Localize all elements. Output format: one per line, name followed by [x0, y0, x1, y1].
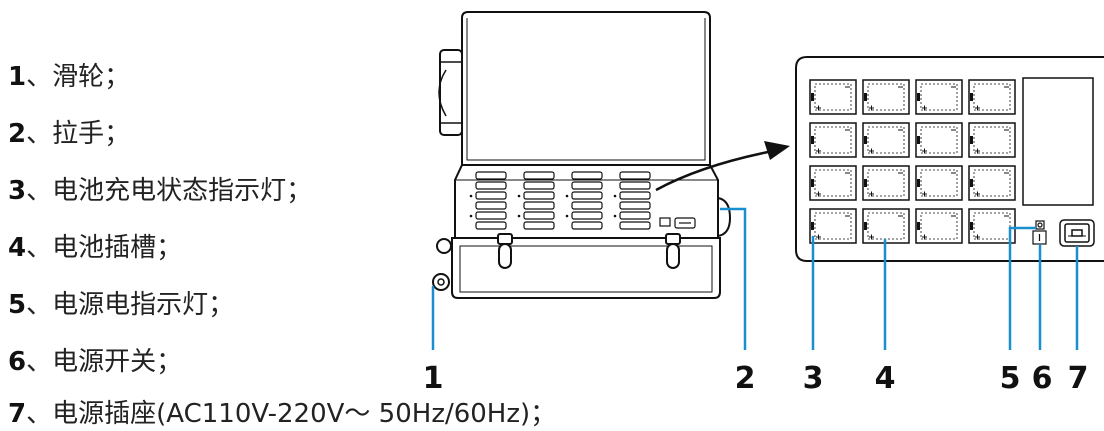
battery-slot: [809, 208, 857, 244]
plus-terminal-mark: [975, 148, 980, 154]
power-switch: [1032, 230, 1047, 245]
case-indicator-dots: [469, 194, 617, 218]
callout-number-4: 4: [875, 361, 896, 396]
battery-slot: [915, 208, 963, 244]
legend-item-1: 1、滑轮；: [8, 60, 130, 94]
legend-separator: 、: [26, 176, 53, 206]
callout-number-3: 3: [803, 361, 824, 396]
legend-text: 电源开关；: [52, 347, 183, 377]
battery-slot: [915, 165, 963, 201]
legend-separator: 、: [26, 399, 53, 429]
battery-slot: [915, 79, 963, 115]
latch-right: [665, 233, 681, 269]
wheel-upper: [436, 238, 452, 254]
plus-terminal-mark: [922, 191, 927, 197]
slot-column-4: [619, 171, 651, 230]
callout-number-2: 2: [735, 361, 756, 396]
wheel-lower: [432, 273, 450, 291]
slot-column-2: [523, 171, 555, 230]
legend-text: 电源电指示灯；: [52, 290, 235, 320]
legend-text: 拉手；: [52, 119, 131, 149]
plus-terminal-mark: [816, 105, 821, 111]
battery-slot: [862, 79, 910, 115]
legend-item-6: 6、电源开关；: [8, 345, 182, 379]
detail-blank-area: [1022, 77, 1094, 206]
battery-slot: [968, 165, 1016, 201]
callout-number-6: 6: [1032, 361, 1053, 396]
plus-terminal-mark: [922, 105, 927, 111]
power-socket: [1059, 219, 1095, 247]
legend-number: 5: [8, 290, 27, 320]
legend-separator: 、: [26, 290, 53, 320]
battery-slot: [809, 165, 857, 201]
legend-separator: 、: [26, 233, 53, 263]
case-power-module: [659, 217, 696, 229]
plus-terminal-mark: [869, 105, 874, 111]
legend-number: 7: [8, 399, 27, 429]
battery-slot-grid-detail: [809, 79, 1016, 244]
battery-slot: [809, 79, 857, 115]
legend-number: 3: [8, 176, 27, 206]
detail-pointer-line: [655, 150, 769, 192]
battery-slot: [968, 208, 1016, 244]
legend-separator: 、: [26, 62, 53, 92]
legend-separator: 、: [26, 347, 53, 377]
callout-number-7: 7: [1068, 361, 1089, 396]
detail-pointer-arrowhead: [764, 141, 790, 160]
plus-terminal-mark: [975, 191, 980, 197]
latch-left: [497, 233, 513, 269]
legend-number: 6: [8, 347, 27, 377]
plus-terminal-mark: [922, 148, 927, 154]
plus-terminal-mark: [922, 234, 927, 240]
legend-number: 4: [8, 233, 27, 263]
legend-item-4: 4、电池插槽；: [8, 231, 182, 265]
callout-number-1: 1: [423, 361, 444, 396]
legend-item-5: 5、电源电指示灯；: [8, 288, 234, 322]
legend-number: 1: [8, 62, 27, 92]
case-lid: [461, 11, 711, 166]
legend-item-7: 7、电源插座(AC110V-220V～ 50Hz/60Hz)；: [8, 397, 556, 431]
plus-terminal-mark: [869, 191, 874, 197]
battery-slot: [862, 122, 910, 158]
legend-item-3: 3、电池充电状态指示灯；: [8, 174, 312, 208]
legend-text: 电源插座(AC110V-220V～ 50Hz/60Hz)；: [52, 399, 557, 429]
slot-column-1: [475, 171, 507, 230]
slot-column-3: [571, 171, 603, 230]
battery-slot: [862, 165, 910, 201]
battery-slot: [862, 208, 910, 244]
plus-terminal-mark: [869, 148, 874, 154]
plus-terminal-mark: [975, 105, 980, 111]
legend-text: 电池插槽；: [52, 233, 183, 263]
legend-text: 电池充电状态指示灯；: [52, 176, 313, 206]
power-indicator-light: [1035, 220, 1045, 230]
battery-slot: [915, 122, 963, 158]
leader-line-2: [720, 207, 747, 350]
legend-number: 2: [8, 119, 27, 149]
plus-terminal-mark: [816, 191, 821, 197]
plus-terminal-mark: [869, 234, 874, 240]
leader-lines: [431, 207, 1079, 350]
battery-slot: [809, 122, 857, 158]
plus-terminal-mark: [975, 234, 980, 240]
case-base: [451, 237, 721, 299]
battery-slot: [968, 122, 1016, 158]
callout-number-5: 5: [1000, 361, 1021, 396]
legend-text: 滑轮；: [52, 62, 131, 92]
legend-item-2: 2、拉手；: [8, 117, 130, 151]
battery-slot: [968, 79, 1016, 115]
leader-line-5: [1008, 226, 1036, 350]
charger-case: [432, 11, 732, 299]
plus-terminal-mark: [816, 234, 821, 240]
battery-slot-grid-case: [475, 171, 651, 230]
side-handle: [717, 197, 732, 237]
legend-separator: 、: [26, 119, 53, 149]
plus-terminal-mark: [816, 148, 821, 154]
